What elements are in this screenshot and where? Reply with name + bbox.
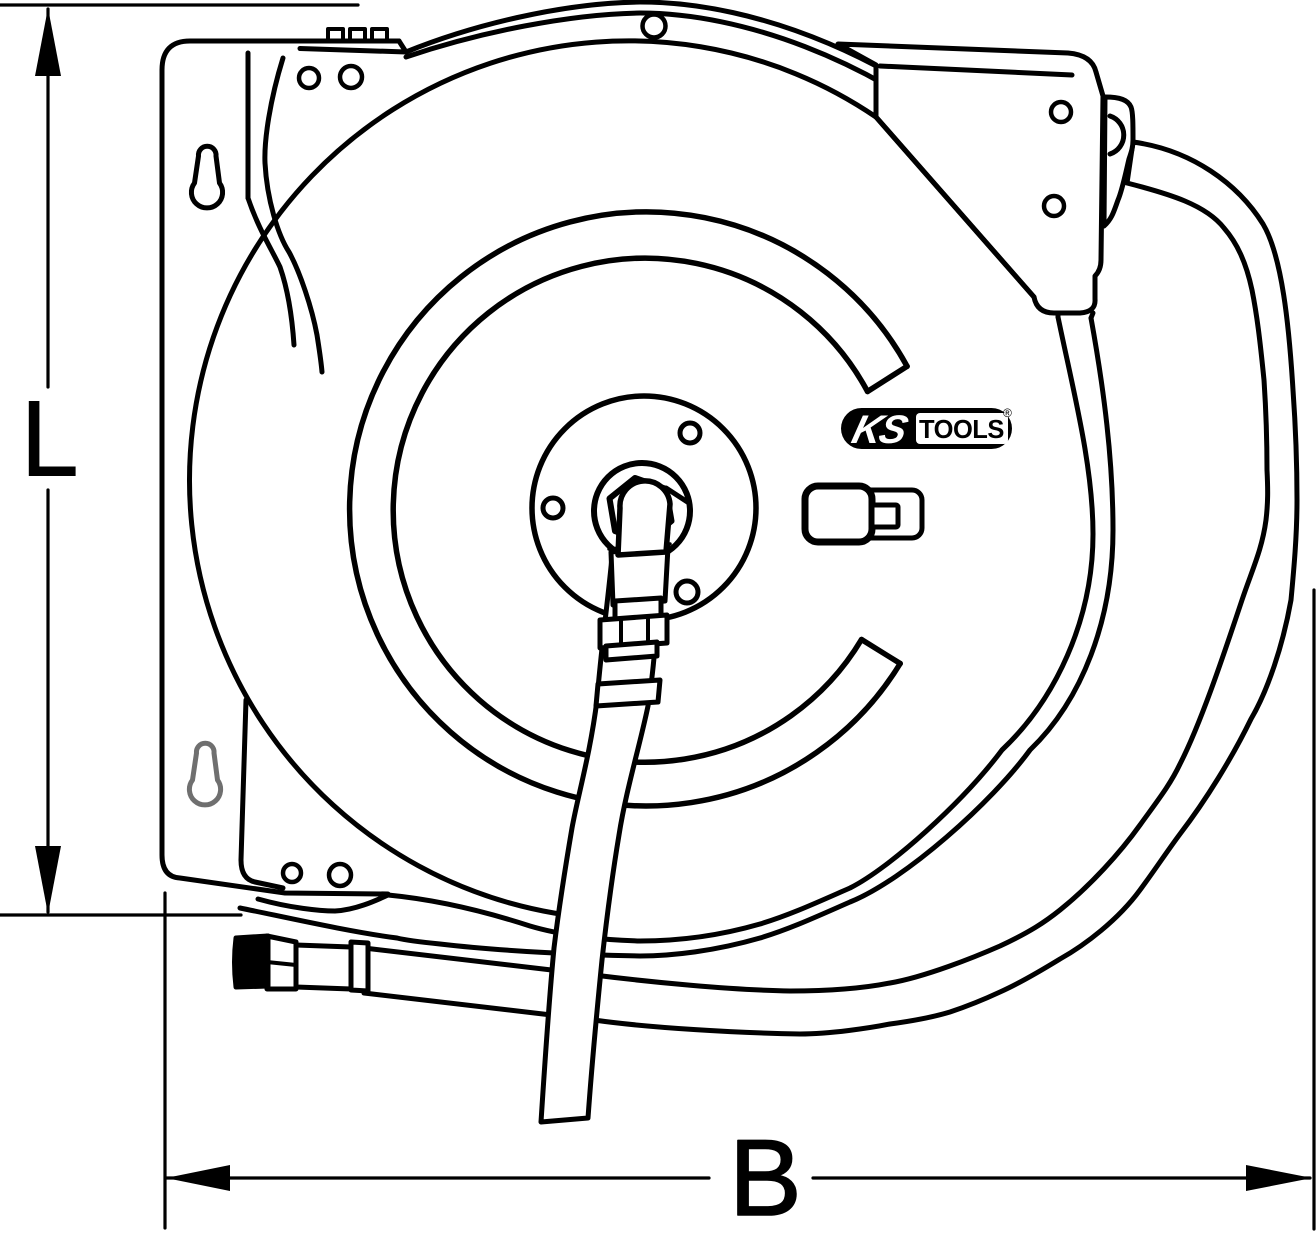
svg-text:®: ® [1003, 406, 1012, 420]
svg-text:B: B [729, 1117, 802, 1239]
svg-text:TOOLS: TOOLS [919, 416, 1004, 444]
